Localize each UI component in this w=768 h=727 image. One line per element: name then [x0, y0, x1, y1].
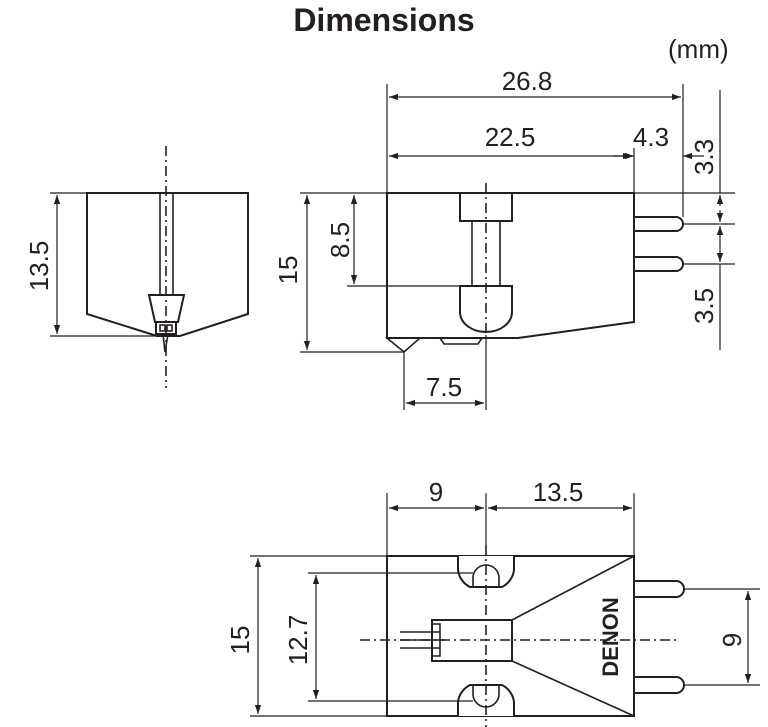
- stylus-offset-label: 7.5: [426, 372, 462, 402]
- side-length-total-label: 26.8: [502, 66, 553, 96]
- top-width-label: 15: [225, 626, 255, 655]
- unit-label: (mm): [668, 34, 729, 64]
- side-view: 26.8 22.5 4.3 3.3 3.5 8.5 15 7.5: [273, 66, 735, 410]
- brand-logo: DENON: [598, 597, 623, 676]
- side-length-body-label: 22.5: [485, 122, 536, 152]
- top-view: DENON 9 13.5 15 12.7 9: [225, 477, 760, 727]
- pin-pitch-label: 3.5: [689, 288, 719, 324]
- page-title: Dimensions: [293, 2, 475, 38]
- pin-top-label: 3.3: [689, 139, 719, 175]
- mount-offset-label: 9: [429, 477, 443, 507]
- front-height-label: 13.5: [24, 241, 54, 292]
- pin-spacing-label: 9: [717, 633, 747, 647]
- front-length-label: 13.5: [533, 477, 584, 507]
- side-height-label: 15: [273, 256, 303, 285]
- mount-height-label: 8.5: [325, 222, 355, 258]
- front-view: 13.5: [24, 146, 249, 388]
- pin-offset-label: 4.3: [633, 122, 669, 152]
- mount-spacing-label: 12.7: [283, 615, 313, 666]
